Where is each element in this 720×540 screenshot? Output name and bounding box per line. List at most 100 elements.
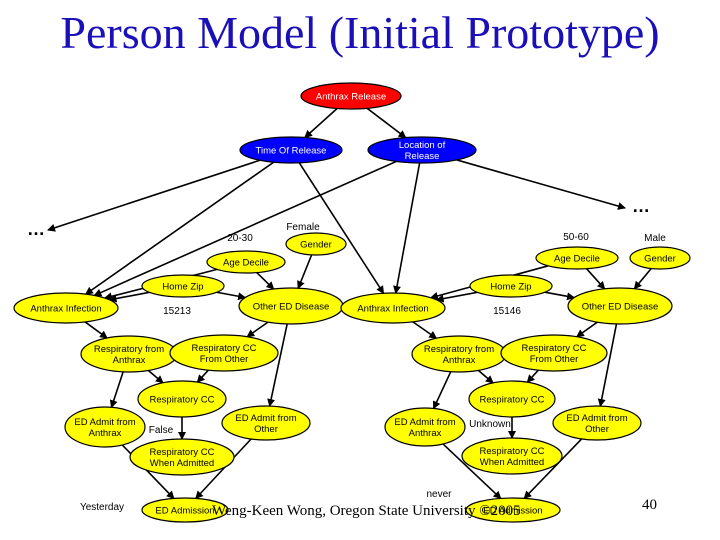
edge-anthrax-infection-left-to-respiratory-from-anthrax-left bbox=[84, 321, 108, 339]
node-time-of-release: Time Of Release bbox=[239, 136, 343, 164]
node-shape-gender-right bbox=[629, 246, 691, 270]
node-label-home-zip-right: Home Zip bbox=[490, 282, 531, 293]
edge-anthrax-release-to-time-of-release bbox=[304, 107, 338, 139]
edge-home-zip-left-to-other-ed-disease-left bbox=[216, 291, 247, 301]
node-shape-other-ed-disease-right bbox=[567, 287, 673, 325]
node-shape-location-of-release bbox=[367, 136, 477, 164]
edge-ed-admit-from-anthrax-right-to-ed-admission-right bbox=[442, 443, 502, 500]
node-shape-ed-admit-from-other-left bbox=[221, 405, 311, 441]
node-other-ed-disease-left: Other ED Disease bbox=[238, 287, 344, 325]
edge-other-ed-disease-right-to-ed-admit-from-other-right bbox=[597, 323, 618, 408]
node-label-other-ed-disease-right: Other ED Disease bbox=[582, 302, 659, 313]
node-label-time-of-release: Time Of Release bbox=[256, 146, 327, 157]
edge-time-of-release-to-anthrax-infection-left bbox=[84, 161, 275, 295]
node-label-anthrax-infection-left: Anthrax Infection bbox=[30, 304, 101, 315]
value-label-val-never: never bbox=[426, 489, 452, 500]
node-label-gender-right: Gender bbox=[644, 254, 676, 265]
value-label-val-false: False bbox=[149, 425, 174, 436]
edge-other-ed-disease-right-to-respiratory-cc-from-other-right bbox=[576, 321, 598, 338]
value-label-val-15213: 15213 bbox=[163, 306, 191, 317]
node-label-age-decile-right: Age Decile bbox=[554, 254, 600, 265]
value-label-val-unknown: Unknown bbox=[469, 419, 511, 430]
edge-time-of-release-to-ellipsis-left bbox=[47, 159, 261, 232]
node-shape-respiratory-cc-left bbox=[137, 380, 227, 418]
node-label-anthrax-release: Anthrax Release bbox=[316, 92, 386, 103]
edge-location-of-release-to-anthrax-infection-left bbox=[93, 160, 397, 297]
edge-ed-admit-from-other-left-to-ed-admission-left bbox=[195, 438, 252, 500]
edge-other-ed-disease-left-to-ed-admit-from-other-left bbox=[267, 323, 288, 408]
node-shape-respiratory-cc-when-admitted-right bbox=[461, 437, 563, 475]
node-anthrax-infection-right: Anthrax Infection bbox=[340, 292, 446, 324]
node-shape-home-zip-left bbox=[141, 274, 225, 298]
edge-anthrax-release-to-location-of-release bbox=[366, 107, 407, 139]
slide-title: Person Model (Initial Prototype) bbox=[60, 7, 660, 58]
node-shape-anthrax-release bbox=[300, 82, 402, 110]
edge-home-zip-right-to-other-ed-disease-right bbox=[544, 291, 576, 301]
node-label-anthrax-infection-right: Anthrax Infection bbox=[357, 304, 428, 315]
node-shape-home-zip-right bbox=[469, 274, 553, 298]
edge-location-of-release-to-anthrax-infection-right bbox=[393, 162, 421, 295]
node-shape-respiratory-cc-right bbox=[468, 380, 556, 418]
value-label-val-male: Male bbox=[644, 233, 666, 244]
node-label-respiratory-cc-left: Respiratory CC bbox=[150, 395, 215, 406]
node-shape-age-decile-right bbox=[535, 246, 619, 270]
edge-respiratory-from-anthrax-left-to-ed-admit-from-anthrax-left bbox=[109, 371, 124, 409]
edge-home-zip-left-to-anthrax-infection-left bbox=[108, 291, 150, 303]
node-shape-ed-admission-right bbox=[465, 497, 561, 523]
node-shape-gender bbox=[285, 232, 347, 256]
node-age-decile-left: Age Decile bbox=[206, 250, 286, 274]
node-label-age-decile-left: Age Decile bbox=[223, 258, 269, 269]
node-shape-time-of-release bbox=[239, 136, 343, 164]
footer-credit: Weng-Keen Wong, Oregon State University … bbox=[212, 503, 521, 519]
node-ed-admission-right: ED Admission bbox=[465, 497, 561, 523]
node-shape-respiratory-cc-from-other-right bbox=[500, 334, 608, 372]
value-label-val-15146: 15146 bbox=[493, 306, 521, 317]
node-label-home-zip-left: Home Zip bbox=[162, 282, 203, 293]
node-label-respiratory-cc-right: Respiratory CC bbox=[480, 395, 545, 406]
node-label-other-ed-disease-left: Other ED Disease bbox=[253, 302, 330, 313]
edge-age-decile-right-to-other-ed-disease-right bbox=[585, 268, 606, 290]
node-anthrax-infection-left: Anthrax Infection bbox=[13, 292, 119, 324]
node-shape-respiratory-cc-from-other-left bbox=[169, 334, 279, 372]
node-shape-anthrax-infection-right bbox=[340, 292, 446, 324]
edge-respiratory-from-anthrax-right-to-respiratory-cc-right bbox=[477, 369, 494, 384]
edge-age-decile-left-to-other-ed-disease-left bbox=[256, 271, 275, 290]
node-shape-ed-admit-from-other-right bbox=[552, 405, 642, 441]
node-shape-ed-admission-left bbox=[141, 497, 229, 523]
node-shape-ed-admit-from-anthrax-left bbox=[64, 406, 146, 448]
node-shape-age-decile-left bbox=[206, 250, 286, 274]
node-anthrax-release: Anthrax Release bbox=[300, 82, 402, 110]
edge-ed-admit-from-other-right-to-ed-admission-right bbox=[523, 438, 583, 500]
value-label-val-female: Female bbox=[286, 222, 320, 233]
node-age-decile-right: Age Decile bbox=[535, 246, 619, 270]
edge-other-ed-disease-left-to-respiratory-cc-from-other-left bbox=[246, 321, 269, 338]
node-label-ed-admission-right: ED Admission bbox=[483, 506, 542, 517]
edge-time-of-release-to-anthrax-infection-right bbox=[298, 162, 385, 295]
node-gender: Gender bbox=[285, 232, 347, 256]
slide-number: 40 bbox=[642, 497, 657, 513]
value-label-ellipsis-right: … bbox=[632, 196, 650, 216]
edge-anthrax-infection-right-to-respiratory-from-anthrax-right bbox=[412, 321, 438, 339]
node-shape-anthrax-infection-left bbox=[13, 292, 119, 324]
value-label-val-20-30: 20-30 bbox=[227, 233, 253, 244]
edge-location-of-release-to-ellipsis-right bbox=[456, 159, 626, 210]
edge-respiratory-from-anthrax-right-to-ed-admit-from-anthrax-right bbox=[432, 371, 452, 410]
